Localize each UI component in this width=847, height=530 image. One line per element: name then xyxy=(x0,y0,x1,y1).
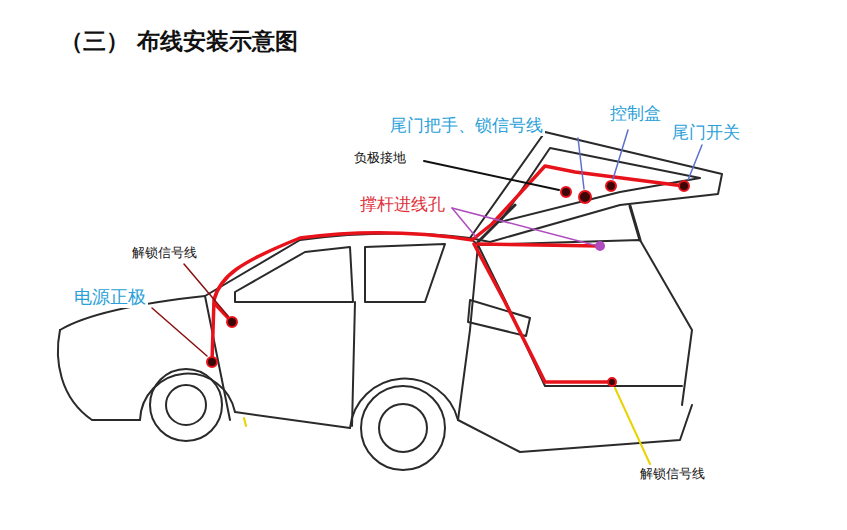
signal-label: 解锁信号线 xyxy=(130,246,199,261)
connection-dot xyxy=(227,317,237,327)
leader-lines xyxy=(152,130,702,464)
connection-dot xyxy=(596,242,604,250)
connection-dot xyxy=(608,378,616,386)
connection-dot xyxy=(679,181,689,191)
marker-tick xyxy=(244,418,246,426)
signal-label: 解锁信号线 xyxy=(638,467,707,482)
part-label: 电源正极 xyxy=(72,287,148,308)
connection-dot xyxy=(207,357,217,367)
part-label: 负极接地 xyxy=(352,151,408,166)
rear-bumper xyxy=(458,405,692,452)
leader-line xyxy=(452,208,476,237)
gas-strut xyxy=(630,206,640,240)
rocker-panel xyxy=(235,412,350,428)
car-body xyxy=(58,132,722,470)
rear-rim xyxy=(379,404,427,452)
leader-line xyxy=(688,145,702,180)
front-wheel xyxy=(150,369,222,441)
leader-line xyxy=(613,130,628,179)
rear-window xyxy=(365,244,445,302)
connection-dots xyxy=(207,181,689,386)
door-line xyxy=(352,302,355,426)
unlock-wire xyxy=(474,244,612,382)
leader-line xyxy=(578,138,584,189)
rear-wheel xyxy=(361,386,445,470)
tail-opening xyxy=(478,245,682,386)
open-tailgate xyxy=(470,132,722,242)
leader-line xyxy=(424,161,559,190)
part-label: 控制盒 xyxy=(608,104,663,124)
wiring-harness xyxy=(212,166,684,382)
connection-dot xyxy=(561,187,571,197)
leader-line xyxy=(452,208,594,245)
front-bumper xyxy=(58,330,140,420)
leader-line xyxy=(184,264,228,316)
connection-dot xyxy=(606,181,616,191)
part-label: 撑杆进线孔 xyxy=(358,195,447,215)
part-label: 尾门开关 xyxy=(670,123,742,143)
main-wire xyxy=(212,166,684,362)
leader-line xyxy=(615,388,650,464)
front-window xyxy=(235,247,353,302)
leader-line xyxy=(152,308,207,356)
front-rim xyxy=(166,385,206,425)
diagram-title: （三） 布线安装示意图 xyxy=(58,28,300,54)
strut-wire xyxy=(478,244,600,246)
rear-quarter xyxy=(458,238,478,420)
part-label: 尾门把手、锁信号线 xyxy=(388,116,545,136)
connection-dot xyxy=(579,191,591,203)
